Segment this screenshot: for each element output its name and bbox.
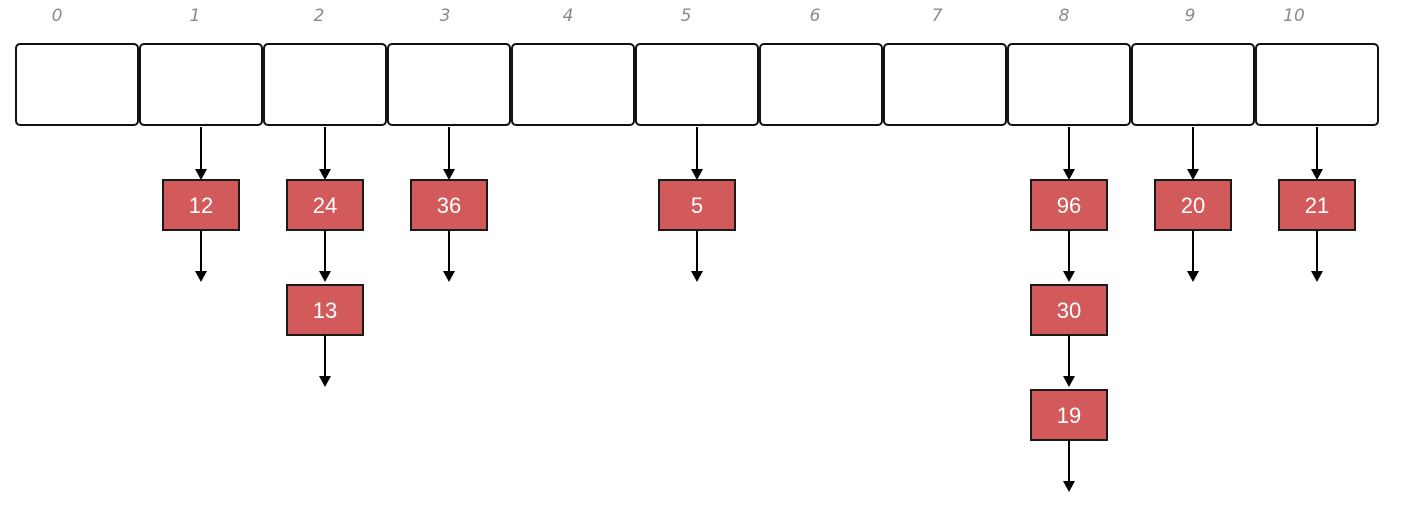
bucket-slot-2	[263, 43, 387, 126]
chain-node: 21	[1278, 179, 1356, 231]
chain-node-box	[1030, 179, 1108, 231]
next-pointer-arrow	[195, 230, 207, 282]
chain-node: 96	[1030, 179, 1108, 231]
chain-node: 20	[1154, 179, 1232, 231]
arrow-head	[319, 271, 331, 282]
next-pointer-arrow	[691, 230, 703, 282]
chain-node-value: 30	[1057, 298, 1081, 323]
chain-node-box	[286, 179, 364, 231]
next-pointer-arrow	[1311, 230, 1323, 282]
bucket-pointer-arrow	[1187, 127, 1199, 180]
arrow-head	[319, 376, 331, 387]
chain-node-value: 21	[1305, 193, 1329, 218]
bucket-index-label: 2	[314, 6, 325, 26]
bucket-slot-4	[511, 43, 635, 126]
next-pointer-arrow	[1187, 230, 1199, 282]
chain-node: 13	[286, 284, 364, 336]
arrow-head	[1063, 376, 1075, 387]
bucket-pointer-arrow	[691, 127, 703, 180]
next-pointer-arrow	[1063, 335, 1075, 387]
bucket-slot-9	[1131, 43, 1255, 126]
bucket-index-label: 5	[681, 6, 692, 26]
chain-node-box	[1278, 179, 1356, 231]
chain-node-value: 36	[437, 193, 461, 218]
chain-node-value: 24	[313, 193, 337, 218]
chain-node: 36	[410, 179, 488, 231]
arrow-head	[195, 271, 207, 282]
bucket-index-label: 0	[52, 6, 63, 26]
chain-node: 5	[658, 179, 736, 231]
chain-node-value: 19	[1057, 403, 1081, 428]
arrow-head	[1063, 271, 1075, 282]
arrow-head	[443, 169, 455, 180]
arrow-head	[1311, 271, 1323, 282]
next-pointer-arrow	[443, 230, 455, 282]
bucket-pointer-arrow	[1311, 127, 1323, 180]
bucket-index-label: 6	[810, 6, 821, 26]
arrow-head	[1063, 169, 1075, 180]
bucket-index-label: 4	[563, 6, 574, 26]
chain-node-box	[1030, 284, 1108, 336]
chain-node-value: 12	[189, 193, 213, 218]
chain-node: 30	[1030, 284, 1108, 336]
arrow-head	[1187, 169, 1199, 180]
arrow-head	[1187, 271, 1199, 282]
bucket-slot-0	[15, 43, 139, 126]
bucket-index-label: 8	[1059, 6, 1070, 26]
bucket-index-label: 1	[190, 6, 201, 26]
arrow-head	[319, 169, 331, 180]
bucket-slot-6	[759, 43, 883, 126]
chain-node-value: 5	[691, 193, 703, 218]
chain-node: 12	[162, 179, 240, 231]
bucket-index-label: 9	[1185, 6, 1196, 26]
next-pointer-arrow	[1063, 440, 1075, 492]
chain-node-value: 13	[313, 298, 337, 323]
arrow-head	[195, 169, 207, 180]
bucket-slot-3	[387, 43, 511, 126]
bucket-slot-5	[635, 43, 759, 126]
arrow-head	[691, 271, 703, 282]
bucket-pointer-arrow	[195, 127, 207, 180]
bucket-pointer-arrow	[319, 127, 331, 180]
bucket-index-label: 7	[932, 6, 943, 26]
arrow-head	[1311, 169, 1323, 180]
bucket-slot-8	[1007, 43, 1131, 126]
bucket-slot-10	[1255, 43, 1379, 126]
bucket-slot-7	[883, 43, 1007, 126]
bucket-index-label: 3	[440, 6, 451, 26]
chain-node: 19	[1030, 389, 1108, 441]
arrow-head	[1063, 481, 1075, 492]
chain-node-value: 96	[1057, 193, 1081, 218]
next-pointer-arrow	[1063, 230, 1075, 282]
next-pointer-arrow	[319, 335, 331, 387]
bucket-index-label: 10	[1283, 6, 1305, 26]
bucket-slot-1	[139, 43, 263, 126]
bucket-pointer-arrow	[443, 127, 455, 180]
chain-node-box	[286, 284, 364, 336]
bucket-pointer-arrow	[1063, 127, 1075, 180]
next-pointer-arrow	[319, 230, 331, 282]
chain-node-box	[1154, 179, 1232, 231]
chain-node-value: 20	[1181, 193, 1205, 218]
arrow-head	[443, 271, 455, 282]
arrow-head	[691, 169, 703, 180]
chain-node: 24	[286, 179, 364, 231]
